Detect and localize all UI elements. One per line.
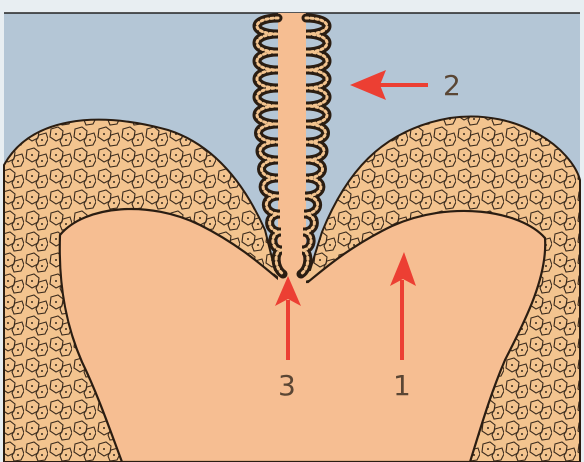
label-2: 2: [443, 69, 461, 102]
duct-lumen: [278, 13, 306, 288]
label-3: 3: [278, 369, 296, 402]
label-1: 1: [393, 369, 411, 402]
